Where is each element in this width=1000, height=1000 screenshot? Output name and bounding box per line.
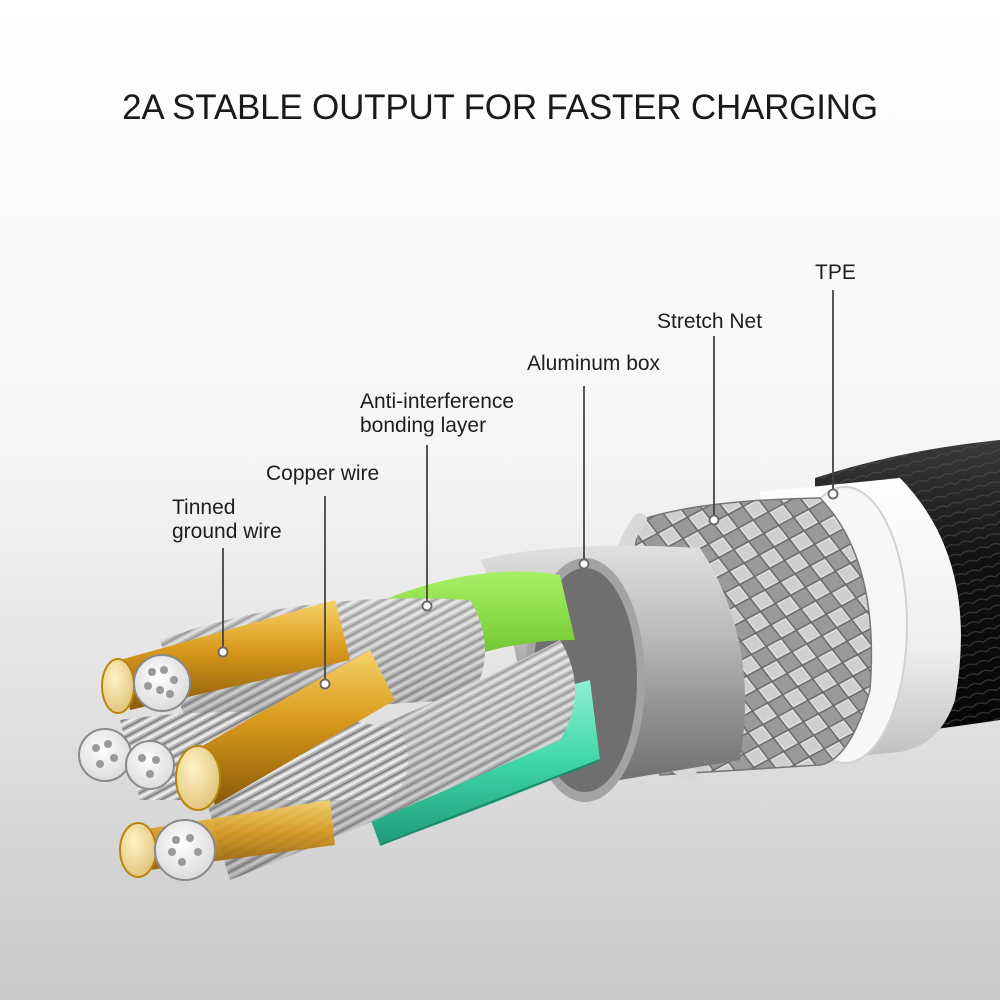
label-aluminum-box: Aluminum box: [527, 352, 661, 375]
strand-end-faces: [78, 654, 216, 881]
label-copper-wire: Copper wire: [266, 462, 380, 485]
label-stretch-net: Stretch Net: [657, 310, 763, 333]
label-tpe: TPE: [815, 261, 856, 284]
label-tinned-ground-wire: Tinned ground wire: [172, 496, 282, 543]
label-anti-interference-bonding-layer: Anti-interference bonding layer: [360, 390, 515, 437]
leader-lines: [217, 290, 839, 690]
headline: 2A STABLE OUTPUT FOR FASTER CHARGING: [122, 88, 878, 127]
